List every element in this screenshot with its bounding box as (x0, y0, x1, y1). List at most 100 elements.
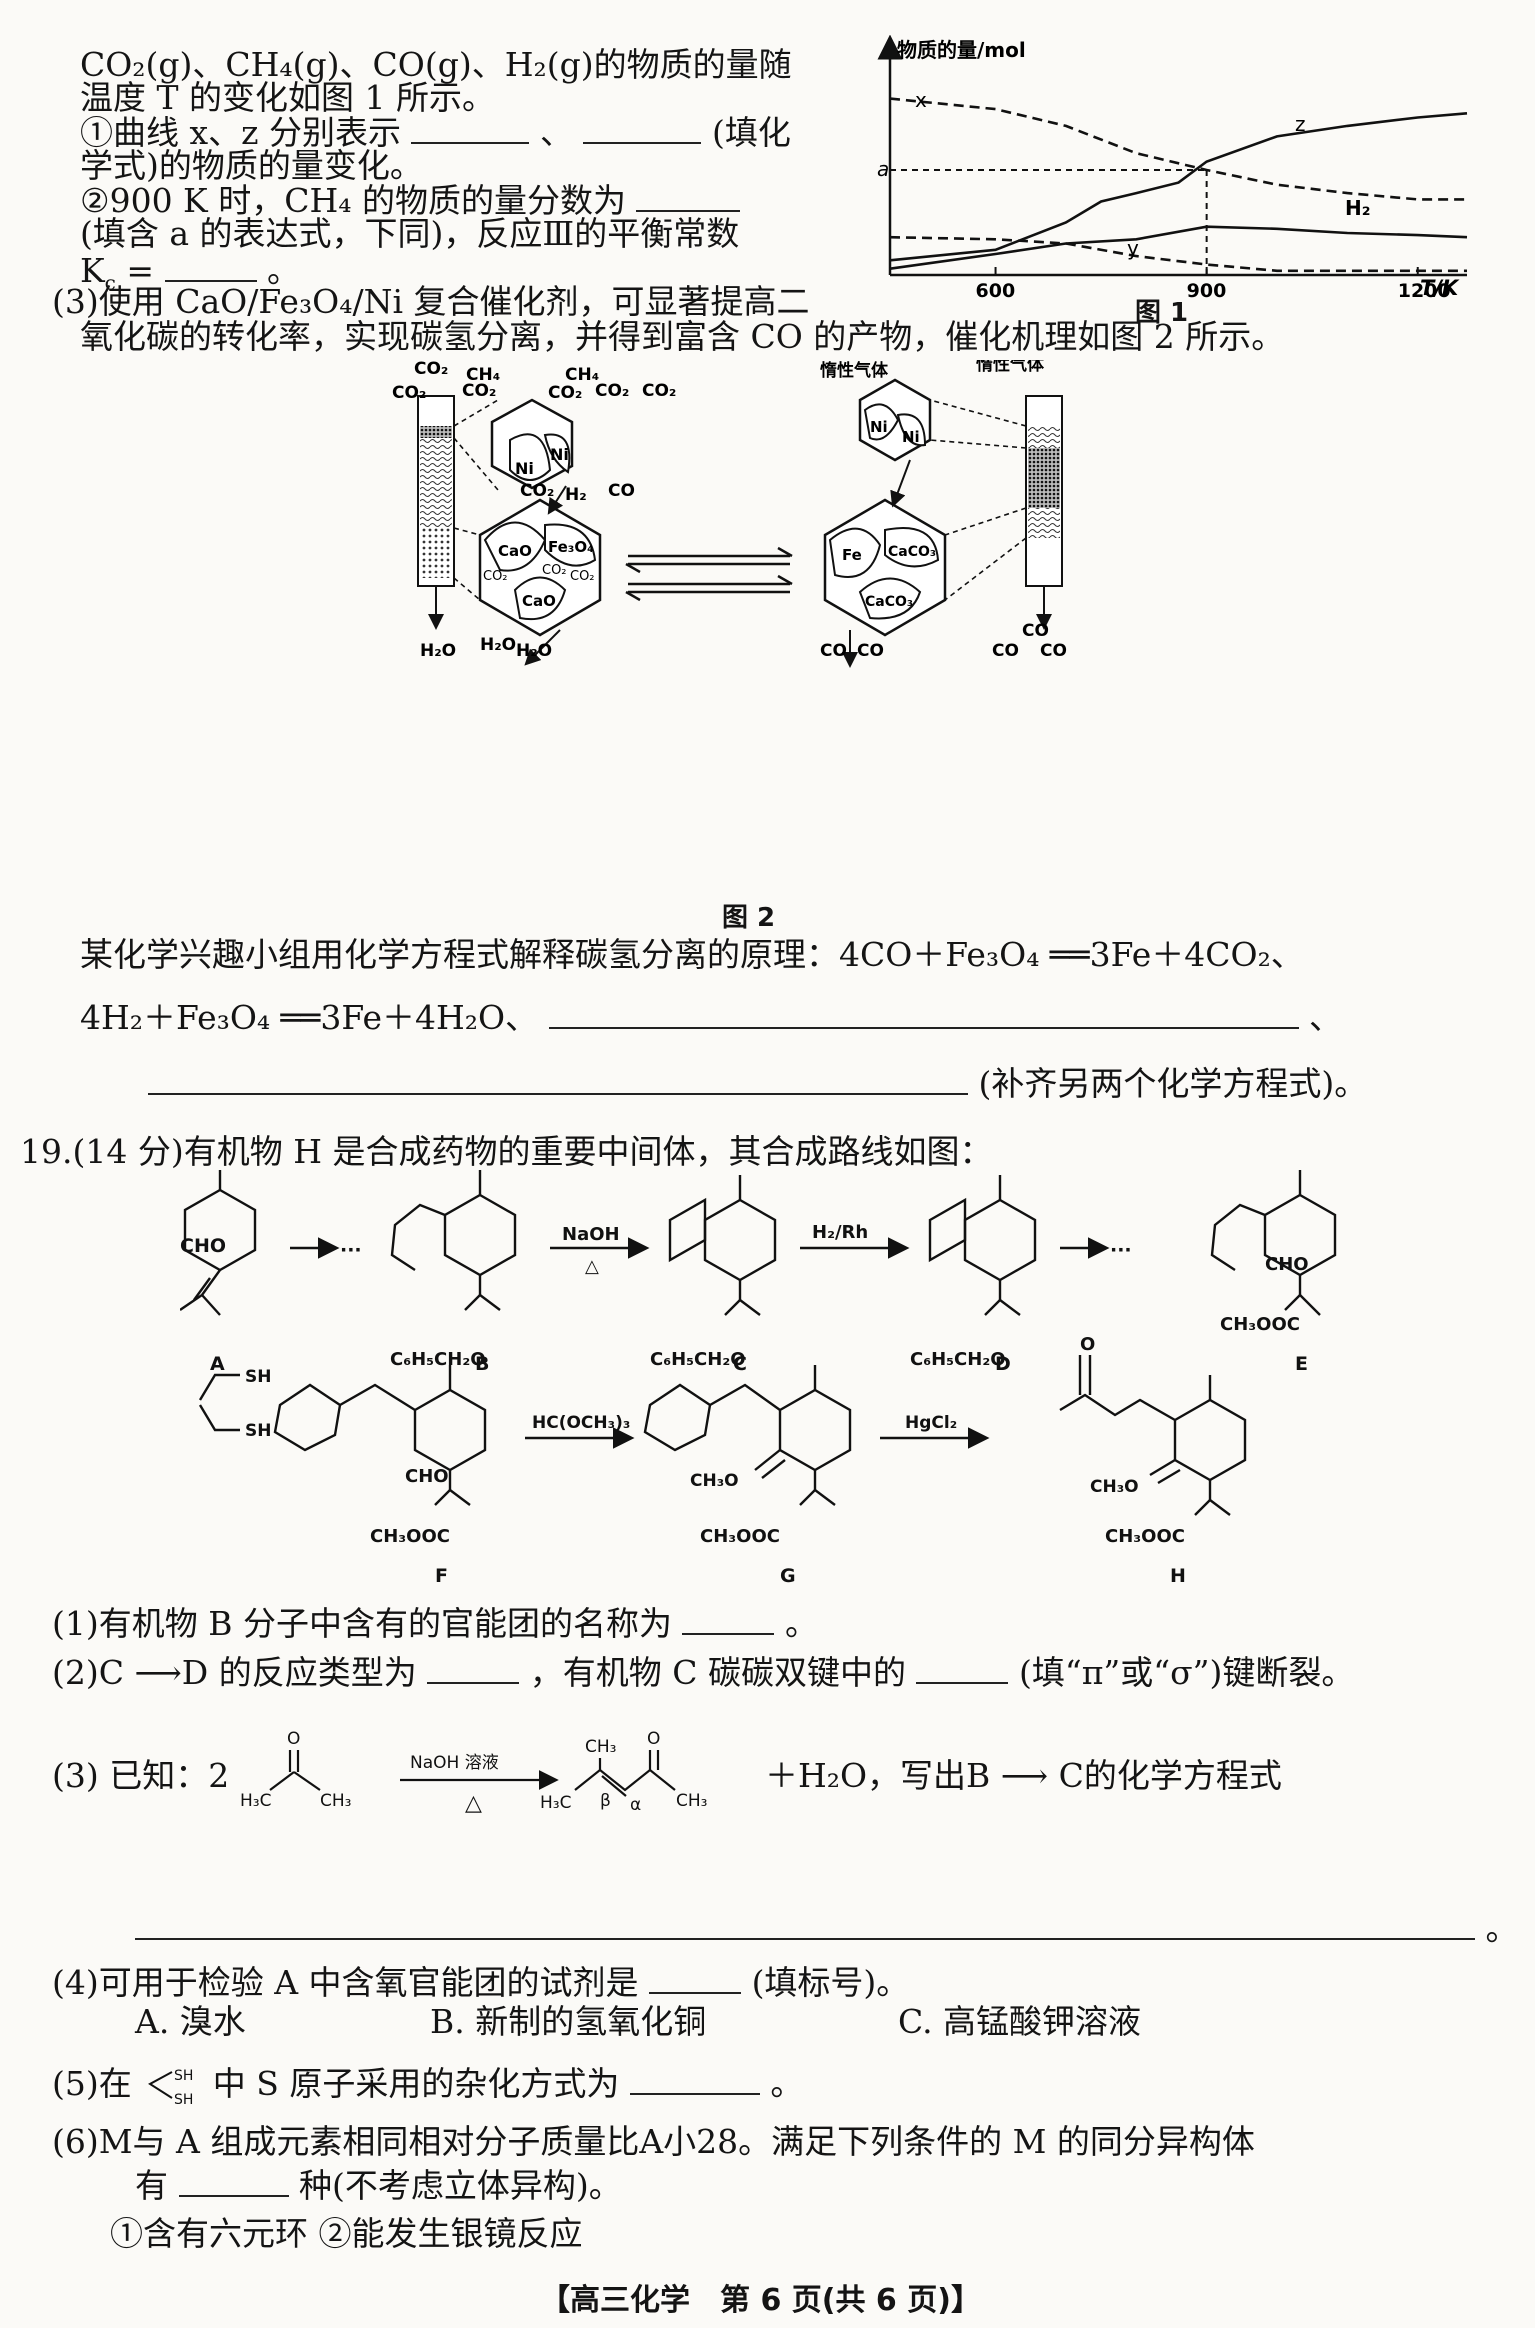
br-co-3: CO (1022, 621, 1049, 641)
q19-6-conditions: ①含有六元环 ②能发生银镜反应 (110, 2214, 583, 2253)
reagent-heat: △ (585, 1256, 599, 1277)
x-tick-label-900: 900 (1187, 280, 1227, 302)
answer-blank-z[interactable] (583, 112, 702, 144)
br-co-2: CO (857, 641, 884, 661)
option-a[interactable]: A. 溴水 (135, 2002, 246, 2041)
answer-blank-q4[interactable] (649, 1962, 742, 1994)
tl-co2-6: CO₂ (642, 381, 676, 401)
hex-cao-1: CaO (498, 542, 532, 560)
arrow-down-left (547, 485, 567, 515)
figure-2-caption: 图 2 (722, 903, 776, 933)
ni-label-4: Ni (902, 428, 920, 446)
g-ester: CH₃OOC (700, 1526, 780, 1547)
tl-co2-4: CO₂ (548, 383, 582, 403)
dithiol-structure: SH SH (148, 2068, 194, 2108)
ni-label-1: Ni (515, 459, 534, 478)
q6-text-c: 种(不考虑立体异构)。 (299, 2166, 622, 2205)
hex-co2-2: CO₂ (483, 569, 508, 584)
q19-6: (6)M与 A 组成元素相同相对分子质量比A小28。满足下列条件的 M 的同分异… (52, 2122, 1255, 2161)
left-catalyst-hexagon: CaO Fe₃O₄ CO₂ CO₂ CO₂ CaO (478, 498, 602, 637)
answer-blank-q2-type[interactable] (427, 1652, 520, 1684)
answer-blank-eq3[interactable] (548, 997, 1299, 1029)
option-b[interactable]: B. 新制的氢氧化铜 (430, 2002, 707, 2041)
part2-q2-text: ②900 K 时，CH₄ 的物质的量分数为 (80, 181, 626, 220)
q2-text-a: (2)C ⟶D 的反应类型为 (52, 1653, 417, 1692)
series-line-2 (889, 112, 1468, 262)
part2-q1-end: (填化 (711, 113, 791, 152)
right-reactor (1025, 395, 1063, 630)
reagent-naoh: NaOH (562, 1224, 620, 1245)
figure-2-mechanism: Ni Ni CaO Fe₃O₄ CO₂ CO₂ CO₂ CaO Ni Ni Fe… (392, 360, 1067, 668)
arrow-down-right (890, 459, 911, 508)
arrow-h2o (524, 629, 561, 666)
answer-blank-eq4[interactable] (148, 1063, 968, 1095)
q3-h3c-1: H₃C (240, 1791, 271, 1811)
answer-blank-kc[interactable] (164, 250, 257, 282)
q3-o-2: O (647, 1729, 660, 1749)
mid-co: CO (608, 481, 635, 501)
dashed-connectors (453, 399, 1027, 601)
c-benzyl: C₆H₅CH₂O (650, 1349, 746, 1370)
option-c[interactable]: C. 高锰酸钾溶液 (898, 2002, 1142, 2041)
curve-label-y: y (1127, 236, 1139, 260)
b-benzyl: C₆H₅CH₂O (390, 1349, 486, 1370)
tl-ch4-2: CH₄ (565, 365, 599, 385)
q3-beta: β (600, 1791, 611, 1811)
right-catalyst-hexagon: Fe CaCO₃ CaCO₃ (823, 498, 947, 637)
y-axis-label: 物质的量/mol (897, 38, 1026, 62)
answer-blank-q6[interactable] (178, 2165, 289, 2197)
bl-h2o-3: H₂O (516, 641, 552, 661)
d-benzyl: C₆H₅CH₂O (910, 1349, 1006, 1370)
part2-line6: (填含 a 的表达式，下同)，反应Ⅲ的平衡常数 (80, 214, 740, 253)
dithiol-sh-2: SH (174, 2092, 193, 2106)
q2-text-c: (填“π”或“σ”)键断裂。 (1018, 1653, 1355, 1692)
answer-blank-x[interactable] (411, 112, 530, 144)
part3-line1: (3)使用 CaO/Fe₃O₄/Ni 复合催化剂，可显著提高二 (52, 282, 810, 321)
part2-line3: ①曲线 x、z 分别表示 、 (填化 (80, 112, 791, 153)
q19-2: (2)C ⟶D 的反应类型为 ，有机物 C 碳碳双键中的 (填“π”或“σ”)键… (52, 1652, 1354, 1693)
dots-ab: ··· (340, 1239, 362, 1261)
q4-end: (填标号)。 (751, 1963, 910, 2002)
label-d: D (995, 1353, 1011, 1375)
equation-line2: 4H₂＋Fe₃O₄ ══3Fe＋4H₂O、 、 (80, 997, 1342, 1038)
q4-text: (4)可用于检验 A 中含氧官能团的试剂是 (52, 1963, 639, 2002)
hex-cao-2: CaO (522, 592, 556, 610)
page-footer: 【高三化学 第 6 页(共 6 页)】 (540, 2283, 981, 2318)
curve-label-h2: H₂ (1345, 196, 1371, 220)
eq3-end: (补齐另两个化学方程式)。 (978, 1064, 1368, 1103)
part2-line7: Kc = 。 (80, 250, 300, 303)
answer-blank-ch4-fraction[interactable] (636, 180, 741, 212)
q3-arrow-top: NaOH 溶液 (410, 1753, 499, 1773)
mid-h2: H₂ (565, 485, 587, 505)
part2-line4: 学式)的物质的量变化。 (80, 146, 423, 185)
inert-gas-1: 惰性气体 (820, 360, 889, 381)
label-h: H (1170, 1565, 1186, 1587)
f-cho: CHO (405, 1466, 449, 1487)
q1-text: (1)有机物 B 分子中含有的官能团的名称为 (52, 1604, 672, 1643)
answer-blank-q2-bond[interactable] (916, 1652, 1009, 1684)
series-line-1 (889, 97, 1467, 201)
label-a: A (210, 1353, 225, 1375)
q19-5: (5)在 SH SH 中 S 原子采用的杂化方式为 。 (52, 2063, 803, 2108)
tl-ch4-1: CH₄ (466, 365, 500, 385)
h-meo: CH₃O (1090, 1477, 1139, 1497)
q3-ch3-2: CH₃ (585, 1737, 616, 1757)
ni-label-3: Ni (870, 418, 888, 436)
hex-fe: Fe (842, 546, 862, 564)
answer-blank-q1[interactable] (682, 1603, 775, 1635)
inert-gas-2: 惰性气体 (976, 360, 1045, 375)
curve-label-z: z (1295, 112, 1306, 136)
label-f: F (435, 1565, 448, 1587)
reagent-sh-1: SH (245, 1367, 271, 1387)
q3-arrow-bottom: △ (465, 1791, 482, 1816)
q3-ch3-3: CH₃ (676, 1791, 707, 1811)
answer-blank-q3[interactable] (135, 1908, 1475, 1940)
kc-eq: = (115, 251, 154, 290)
q3-end: 。 (1485, 1909, 1519, 1948)
bl-h2o-2: H₂O (480, 635, 516, 655)
reagent-h2rh: H₂/Rh (812, 1222, 868, 1243)
answer-blank-q5[interactable] (629, 2063, 760, 2095)
figure-1-caption: 图 1 (1135, 298, 1189, 328)
a-cho: CHO (180, 1235, 226, 1257)
